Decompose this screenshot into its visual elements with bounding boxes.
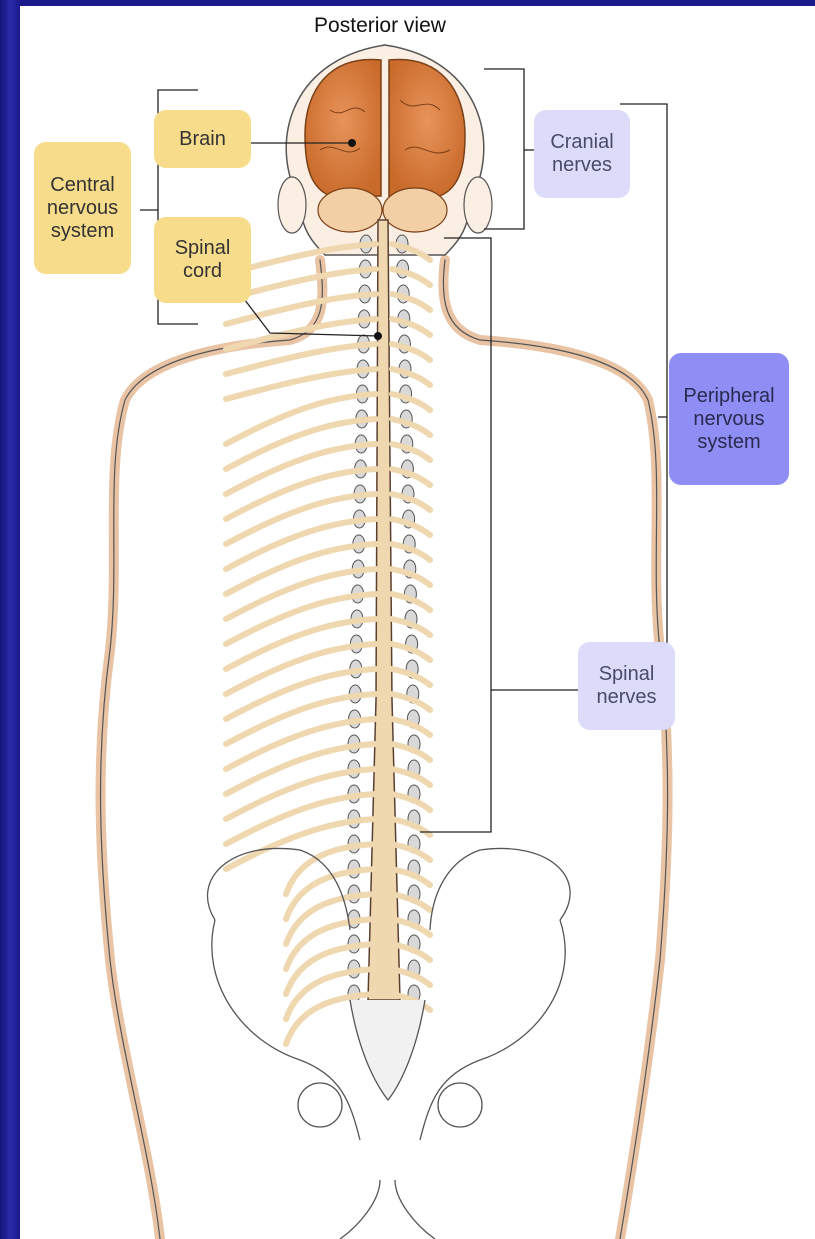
spinal-nerve xyxy=(392,294,430,310)
spinal-nerve xyxy=(392,494,430,510)
spinal-nerve xyxy=(392,694,430,710)
spinal-cord-label: Spinal cord xyxy=(154,217,251,303)
spinal-nerve xyxy=(392,344,430,360)
spinal-nerve xyxy=(392,319,430,335)
spinal-nerve xyxy=(392,744,430,760)
peripheral-nervous-system-label: Peripheral nervous system xyxy=(669,353,789,485)
spinal-nerve xyxy=(392,719,430,735)
cranial-nerves-label: Cranial nerves xyxy=(534,110,630,198)
spinal-nerves-label: Spinal nerves xyxy=(578,642,675,730)
spinal-nerve xyxy=(392,269,430,285)
spinal-nerve xyxy=(392,794,430,810)
view-title: Posterior view xyxy=(295,14,465,38)
spinal-cord-graphic xyxy=(368,220,400,1000)
spinal-nerve xyxy=(392,594,430,610)
central-nervous-system-label: Central nervous system xyxy=(34,142,131,274)
spinal-nerve xyxy=(392,669,430,685)
spinal-nerve xyxy=(392,619,430,635)
spinal-nerve xyxy=(392,769,430,785)
spinal-nerves-group xyxy=(226,244,430,1044)
spinal-nerve xyxy=(392,844,430,860)
spinal-nerve xyxy=(392,644,430,660)
spinal-nerve xyxy=(392,419,430,435)
spinal-nerve xyxy=(392,444,430,460)
brain-label: Brain xyxy=(154,110,251,168)
spinal-nerve xyxy=(392,569,430,585)
spinal-nerve xyxy=(392,544,430,560)
spinal-nerve xyxy=(392,869,430,885)
spinal-nerve xyxy=(392,469,430,485)
spinal-nerve xyxy=(392,519,430,535)
spinal-nerve xyxy=(392,369,430,385)
spinal-nerve xyxy=(392,394,430,410)
